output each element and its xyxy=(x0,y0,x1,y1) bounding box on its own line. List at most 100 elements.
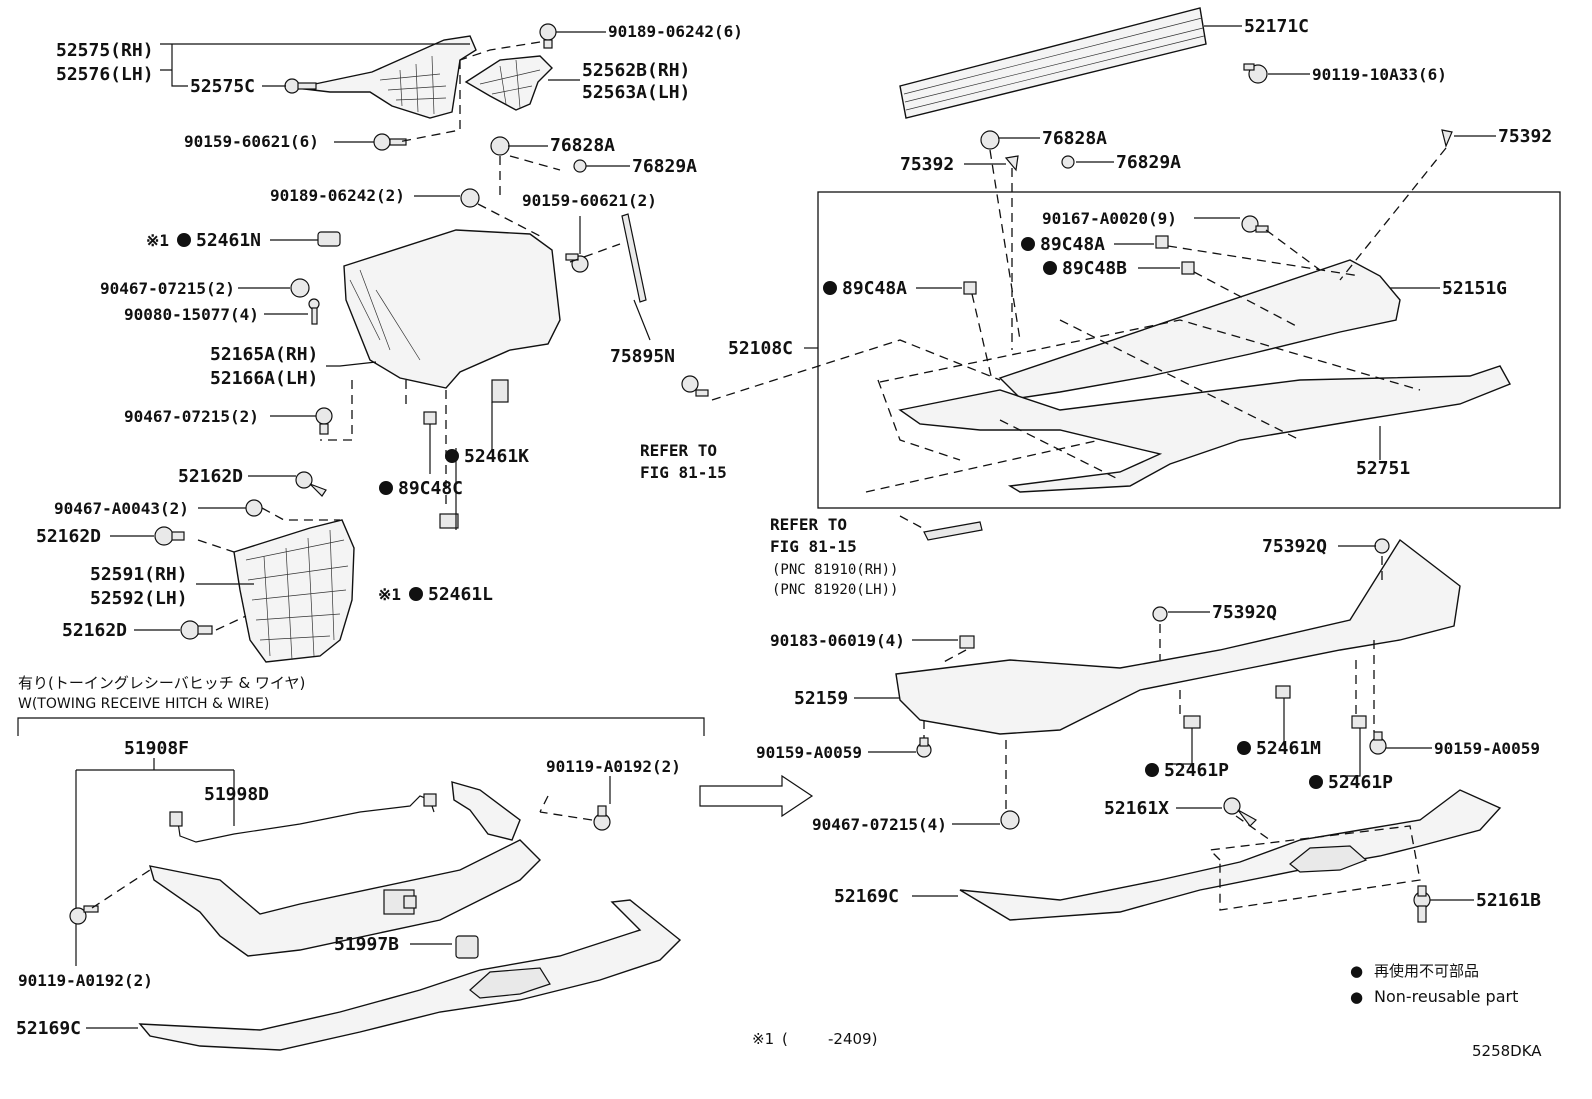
label-76829a-left: 76829A xyxy=(632,156,697,177)
seal-52461m xyxy=(1275,685,1291,699)
nonreusable-dot xyxy=(177,233,191,247)
nonreusable-dot xyxy=(409,587,423,601)
label-89c48a-b: 89C48A xyxy=(842,278,907,299)
label-52161x: 52161X xyxy=(1104,798,1169,819)
label-90119-b: 90119-A0192(2) xyxy=(546,757,681,776)
label-89c48b: 89C48B xyxy=(1062,258,1127,279)
label-90159-a: 90159-60621(6) xyxy=(184,132,319,151)
label-52166a: 52166A(LH) xyxy=(210,368,318,389)
footnote-mark-52461n: ※1 xyxy=(146,231,169,250)
fastener-90467-a xyxy=(290,278,310,298)
clip-89c48a-b xyxy=(963,281,977,295)
label-52563a: 52563A(LH) xyxy=(582,82,690,103)
clip-52161x xyxy=(1223,797,1257,827)
clip-76828a-right xyxy=(980,130,1000,150)
fender-liner-52165a xyxy=(343,229,561,389)
label-90159-d: 90159-A0059 xyxy=(1434,739,1540,758)
part-labels: 52575(RH) 52576(LH) 52575C 90189-06242(6… xyxy=(16,16,1552,1039)
label-90467-c: 90467-A0043(2) xyxy=(54,499,189,518)
legend: ● 再使用不可部品 ● Non-reusable part xyxy=(1350,962,1518,1006)
label-76828a-right: 76828A xyxy=(1042,128,1107,149)
towing-title-en: W(TOWING RECEIVE HITCH & WIRE) xyxy=(18,696,269,712)
label-52108c: 52108C xyxy=(728,338,793,359)
clip-89c48b xyxy=(1181,261,1195,275)
reinforcement-52171c xyxy=(899,7,1207,119)
bolt-90119-top xyxy=(1243,63,1268,84)
bracket-52575 xyxy=(295,35,477,119)
clip-75392q-b xyxy=(1152,606,1168,622)
fastener-90467-d xyxy=(1000,810,1020,830)
refer-b-line3: (PNC 81910(RH)) xyxy=(772,562,898,578)
label-90183: 90183-06019(4) xyxy=(770,631,905,650)
legend-text-en: Non-reusable part xyxy=(1374,987,1518,1006)
leaders-towing xyxy=(75,758,611,1029)
weatherstrip-75895n xyxy=(621,213,647,303)
label-52591: 52591(RH) xyxy=(90,564,188,585)
label-90467-b: 90467-07215(2) xyxy=(124,407,259,426)
label-75392-a: 75392 xyxy=(900,154,954,175)
seal-52461p-a xyxy=(1183,715,1201,729)
retainer-52751 xyxy=(898,365,1511,493)
footnote: ※1 ( -2409) xyxy=(752,1030,877,1048)
bolt-refer xyxy=(681,375,709,397)
label-52592: 52592(LH) xyxy=(90,588,188,609)
seal-52461n xyxy=(317,231,341,247)
screw-52575c xyxy=(284,78,317,94)
clip-75392-b xyxy=(1441,129,1453,148)
label-52169c-left: 52169C xyxy=(16,1018,81,1039)
footnote-mark-52461l: ※1 xyxy=(378,585,401,604)
label-90119-c: 90119-A0192(2) xyxy=(18,971,153,990)
nonreusable-dot xyxy=(379,481,393,495)
label-52576lh: 52576(LH) xyxy=(56,64,154,85)
label-52171c: 52171C xyxy=(1244,16,1309,37)
legend-text-jp: 再使用不可部品 xyxy=(1374,962,1479,980)
label-52161b: 52161B xyxy=(1476,890,1541,911)
label-51908f: 51908F xyxy=(124,738,189,759)
label-90467-d: 90467-07215(4) xyxy=(812,815,947,834)
dashes-right-mid xyxy=(923,556,1421,911)
label-52461l: 52461L xyxy=(428,584,493,605)
refer-a-line2: FIG 81-15 xyxy=(640,463,727,482)
bolt-90159-top xyxy=(373,133,407,151)
label-52159: 52159 xyxy=(794,688,848,709)
grommet-76829a-right xyxy=(1061,155,1075,169)
fastener-90467-b xyxy=(315,407,333,435)
nonreusable-dot xyxy=(1237,741,1251,755)
label-52575c: 52575C xyxy=(190,76,255,97)
nut-90183 xyxy=(959,635,975,649)
leaders-right-top xyxy=(804,25,1496,460)
label-51997b: 51997B xyxy=(334,934,399,955)
bolt-90159-c xyxy=(916,737,932,758)
label-52461n: 52461N xyxy=(196,230,261,251)
label-90119-a: 90119-10A33(6) xyxy=(1312,65,1447,84)
strip-refer xyxy=(923,521,983,541)
clip-75392-a xyxy=(1004,155,1019,172)
label-52162d-b: 52162D xyxy=(36,526,101,547)
nonreusable-dot xyxy=(1043,261,1057,275)
bolt-90119-b xyxy=(593,805,611,831)
label-90189-b: 90189-06242(2) xyxy=(270,186,405,205)
dashes-towing xyxy=(91,795,593,909)
bumper-cover-52151g xyxy=(998,259,1401,399)
skirt-52169c-left xyxy=(138,899,682,1051)
clip-52162d-b xyxy=(154,526,185,546)
footnote-mark: ※1 xyxy=(752,1030,774,1048)
nonreusable-dot xyxy=(1145,763,1159,777)
label-75392-b: 75392 xyxy=(1498,126,1552,147)
screw-90080 xyxy=(308,298,320,325)
cap-51997b xyxy=(455,935,479,959)
clip-76828a-left xyxy=(490,136,510,156)
legend-symbol-1: ● xyxy=(1350,962,1363,980)
clip-89c48a-a xyxy=(1155,235,1169,249)
label-52461p-b: 52461P xyxy=(1328,772,1393,793)
label-52575rh: 52575(RH) xyxy=(56,40,154,61)
label-52169c-right: 52169C xyxy=(834,886,899,907)
label-51998d: 51998D xyxy=(204,784,269,805)
grommet-76829a-left xyxy=(573,159,587,173)
mudguard-52591 xyxy=(233,519,355,663)
label-89c48a-a: 89C48A xyxy=(1040,234,1105,255)
refer-a-line1: REFER TO xyxy=(640,441,717,460)
label-52165a: 52165A(RH) xyxy=(210,344,318,365)
clip-89c48c xyxy=(423,411,437,425)
